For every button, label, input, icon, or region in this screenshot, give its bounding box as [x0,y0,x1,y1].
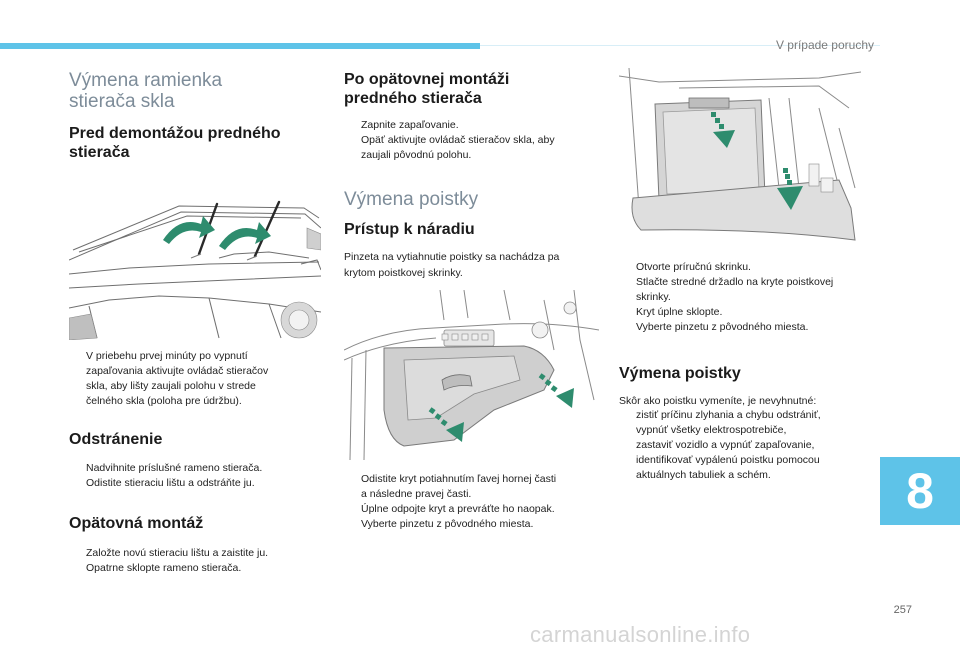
chapter-number: 8 [906,463,934,519]
glovebox-illustration [619,68,861,248]
fuse-section-title: Výmena poistky [344,189,479,210]
page-title: Výmena ramienka stierača skla [69,70,222,112]
removal-heading: Odstránenie [69,431,163,448]
list-item: Kryt úplne sklopte. [636,306,723,318]
list-item: Otvorte príručnú skrinku. [636,261,751,273]
after-refit-steps: Zapnite zapaľovanie. Opäť aktivujte ovlá… [344,118,596,163]
dashed-arrow-icon [711,112,803,210]
after-refit-heading: Po opätovnej montáži predného stierača [344,70,509,108]
list-item: V priebehu prvej minúty po vypnutí [86,350,248,362]
before-removal-heading-line-2: stierača [69,144,130,161]
list-item: Odistite kryt potiahnutím ľavej hornej č… [361,473,557,485]
curved-arrow-icon [163,216,271,250]
list-item: a následne pravej časti. [361,488,472,500]
list-item: Odistite stieraciu lištu a odstráňte ju. [86,477,255,489]
before-removal-steps: V priebehu prvej minúty po vypnutí zapaľ… [69,349,319,409]
refit-heading: Opätovná montáž [69,515,204,532]
after-refit-heading-line-1: Po opätovnej montáži [344,71,510,88]
header-rule [480,45,880,46]
list-item: Založte novú stieraciu lištu a zaistite … [86,547,269,559]
list-item: zistiť príčinu zlyhania a chybu odstráni… [636,409,821,421]
list-item: Opatrne sklopte rameno stierača. [86,562,242,574]
fuse-replace-heading: Výmena poistky [619,365,741,382]
watermark: carmanualsonline.info [530,622,751,647]
before-removal-heading: Pred demontážou predného stierača [69,124,281,162]
page-number: 257 [893,604,912,616]
fuse-replace-steps: zistiť príčinu zlyhania a chybu odstráni… [619,408,871,483]
section-label: V prípade poruchy [775,38,874,52]
list-item: zapaľovania aktivujte ovládač stieračov [86,365,269,377]
list-item: Zapnite zapaľovanie. [361,119,459,131]
fuse-cover-illustration [344,290,599,460]
refit-steps: Založte novú stieraciu lištu a zaistite … [69,546,319,576]
list-item: Stlačte stredné držadlo na kryte poistko… [636,276,834,288]
list-item: skla, aby lišty zaujali polohu v strede [86,380,256,392]
windscreen-wiper-illustration [69,188,321,340]
tool-access-text: Pinzeta na vytiahnutie poistky sa nachád… [344,251,560,279]
list-item: aktuálnych tabuliek a schém. [636,469,771,481]
list-item: Vyberte pinzetu z pôvodného miesta. [361,518,534,530]
dashed-arrow-icon [428,373,574,442]
tool-access-heading: Prístup k náradiu [344,221,475,238]
list-item: Opäť aktivujte ovládač stieračov skla, a… [361,134,555,146]
page-title-line-1: Výmena ramienka [69,70,223,91]
chapter-tab [880,457,960,525]
list-item: zastaviť vozidlo a vypnúť zapaľovanie, [636,439,815,451]
list-item: zaujali pôvodnú polohu. [361,149,472,161]
list-item: Nadvihnite príslušné rameno stierača. [86,462,263,474]
after-refit-heading-line-2: predného stierača [344,90,482,107]
list-item: Vyberte pinzetu z pôvodného miesta. [636,321,809,333]
glovebox-steps: Otvorte príručnú skrinku. Stlačte stredn… [619,260,869,335]
before-removal-heading-line-1: Pred demontážou predného [69,125,281,142]
tool-access-steps: Odistite kryt potiahnutím ľavej hornej č… [344,472,596,532]
list-item: identifikovať vypálenú poistku pomocou [636,454,820,466]
list-item: skrinky. [636,291,671,303]
page-title-line-2: stierača skla [69,91,175,112]
removal-steps: Nadvihnite príslušné rameno stierača. Od… [69,461,319,491]
list-item: Úplne odpojte kryt a prevráťte ho naopak… [361,503,555,515]
fuse-replace-intro: Skôr ako poistku vymeníte, je nevyhnutné… [619,395,817,407]
list-item: vypnúť všetky elektrospotrebiče, [636,424,787,436]
header-accent-bar [0,43,480,49]
list-item: čelného skla (poloha pre údržbu). [86,395,242,407]
